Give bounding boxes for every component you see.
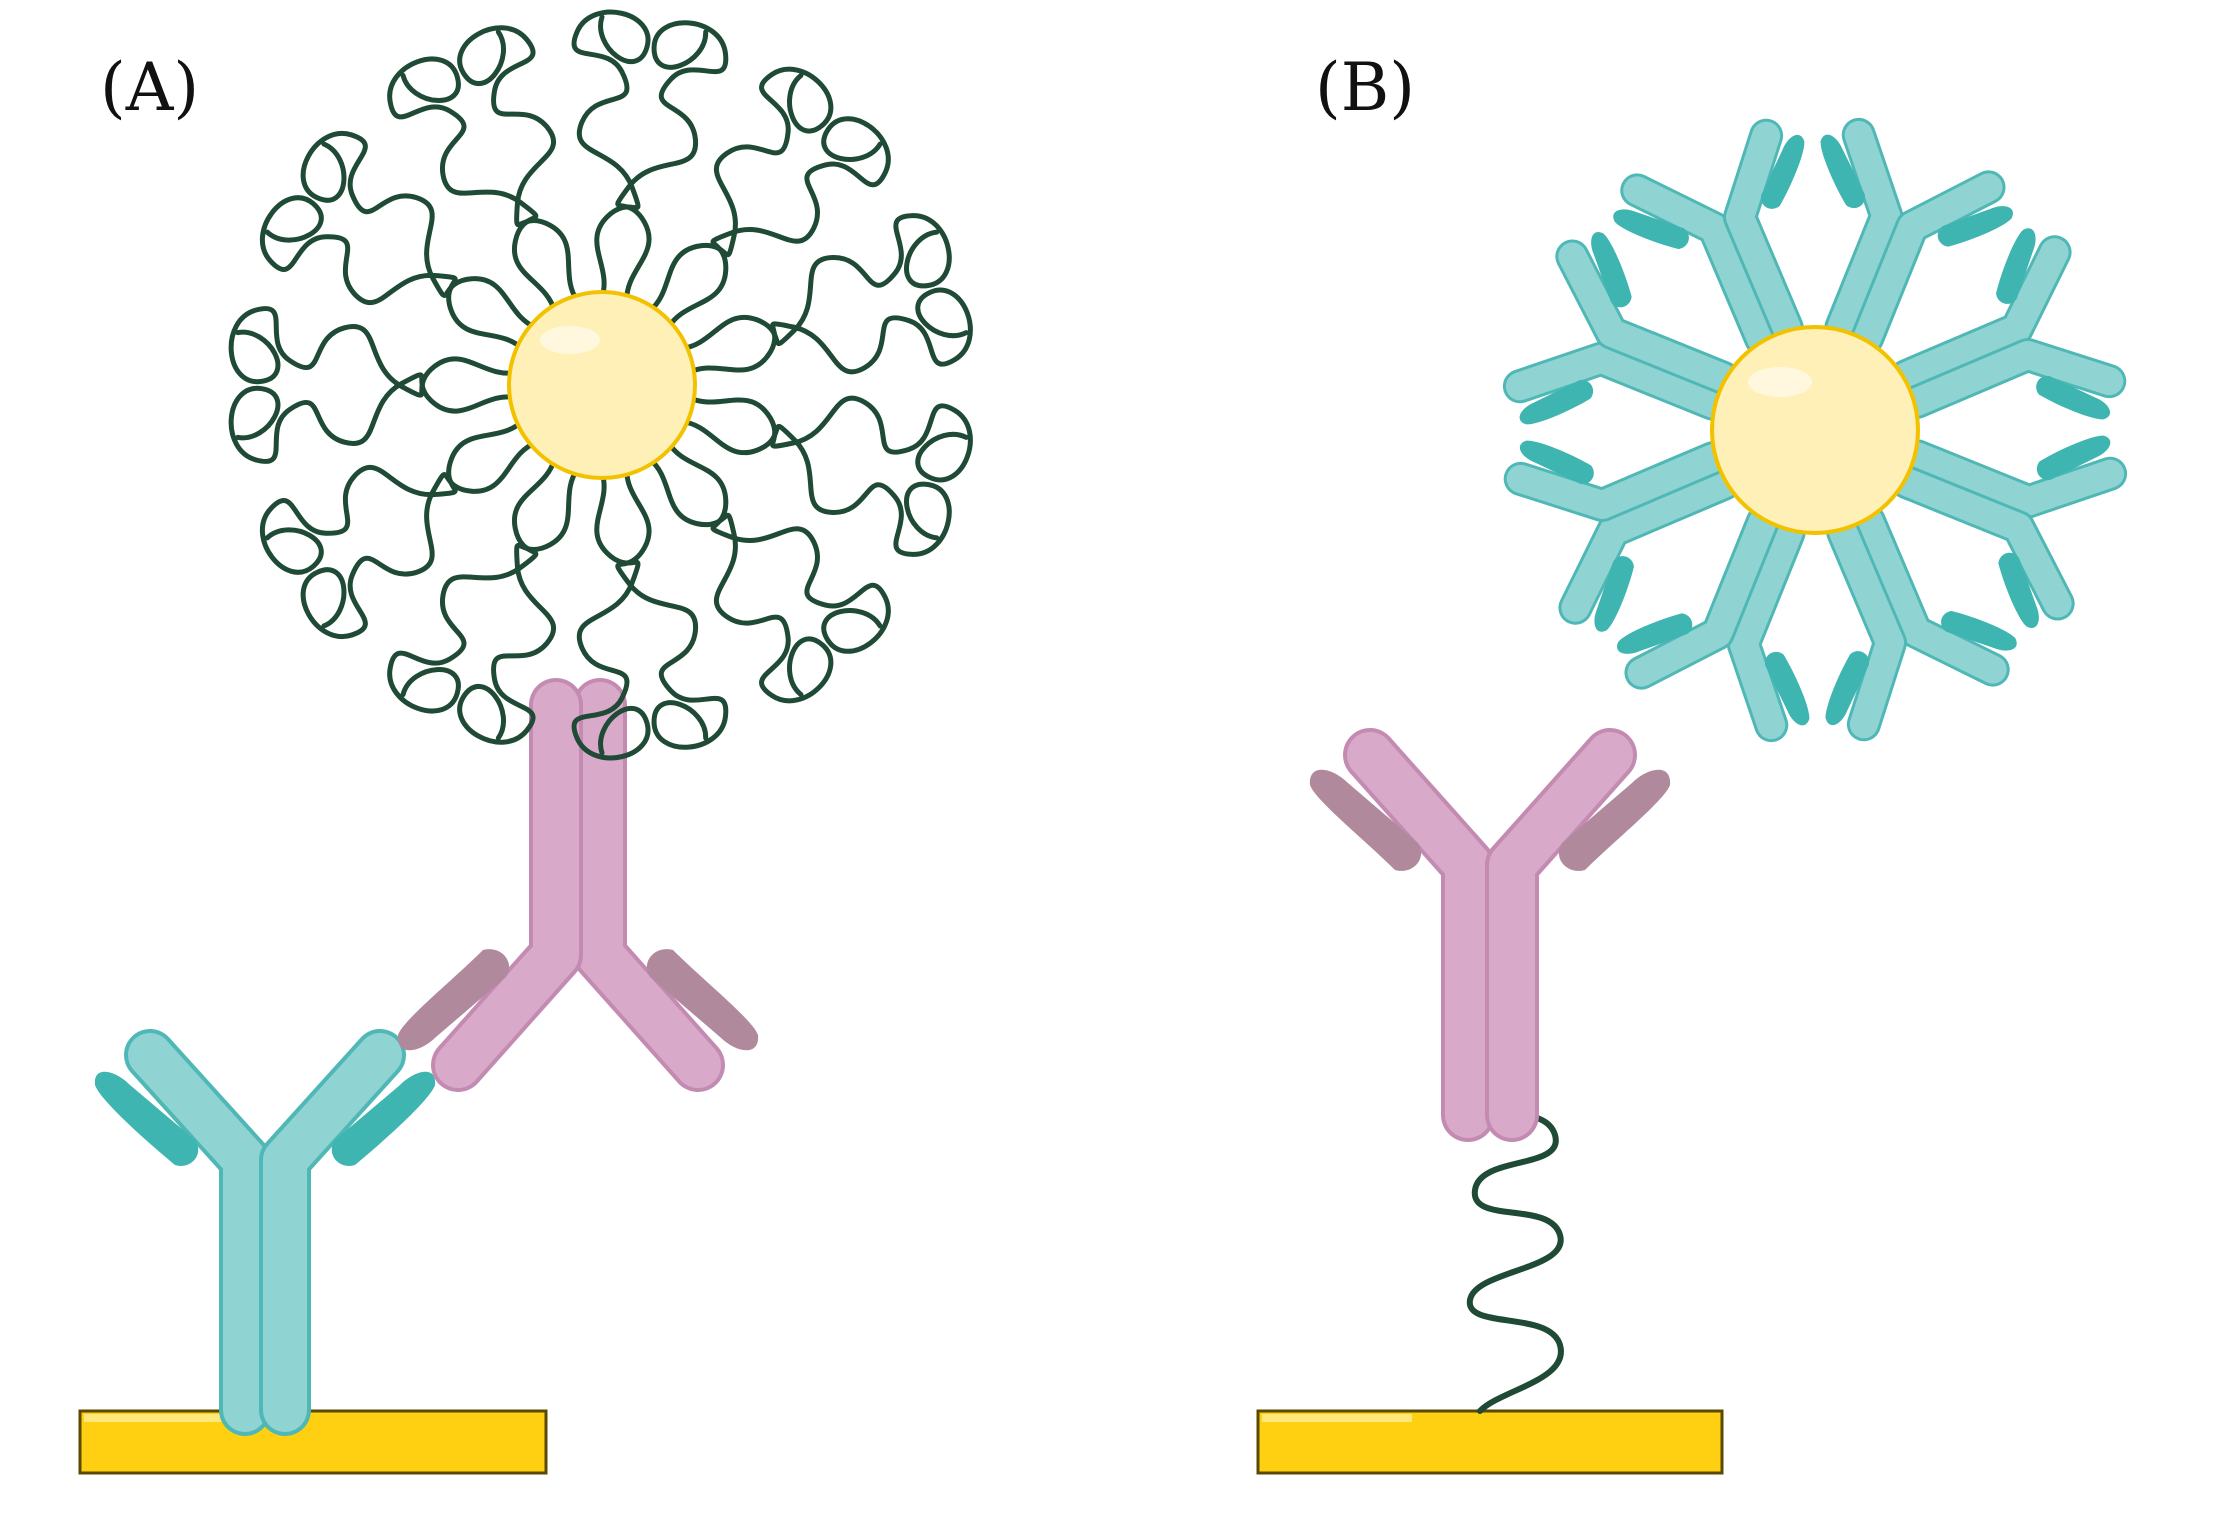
sensor-surface-b	[1256, 1409, 1724, 1475]
aptamer-strand	[226, 352, 519, 466]
aptamer-strand	[683, 370, 976, 484]
aptamer-strand	[453, 19, 604, 313]
detection-antibody-b	[1310, 755, 1670, 1115]
panel-b-label: (B)	[1315, 49, 1415, 126]
aptamer-strand	[574, 12, 648, 297]
panel-b: (B)	[1256, 49, 2122, 1475]
detection-antibody-a	[398, 705, 758, 1065]
aptamer-strand	[251, 396, 541, 582]
aptamer-strand	[226, 304, 519, 418]
capture-antibody-a	[95, 1055, 435, 1410]
aptamer-strand	[683, 286, 976, 400]
aptamer-strand	[251, 188, 541, 374]
aptamer-strand	[638, 421, 902, 664]
sensor-surface-a	[78, 1409, 548, 1475]
gold-nanoparticle-b	[1710, 325, 1920, 535]
panel-a-label: (A)	[100, 49, 199, 126]
aptamer-strand	[377, 46, 593, 326]
panel-a: (A)	[78, 12, 976, 1475]
gold-nanoparticle-a	[507, 290, 697, 480]
aptamer-strand	[638, 106, 902, 349]
